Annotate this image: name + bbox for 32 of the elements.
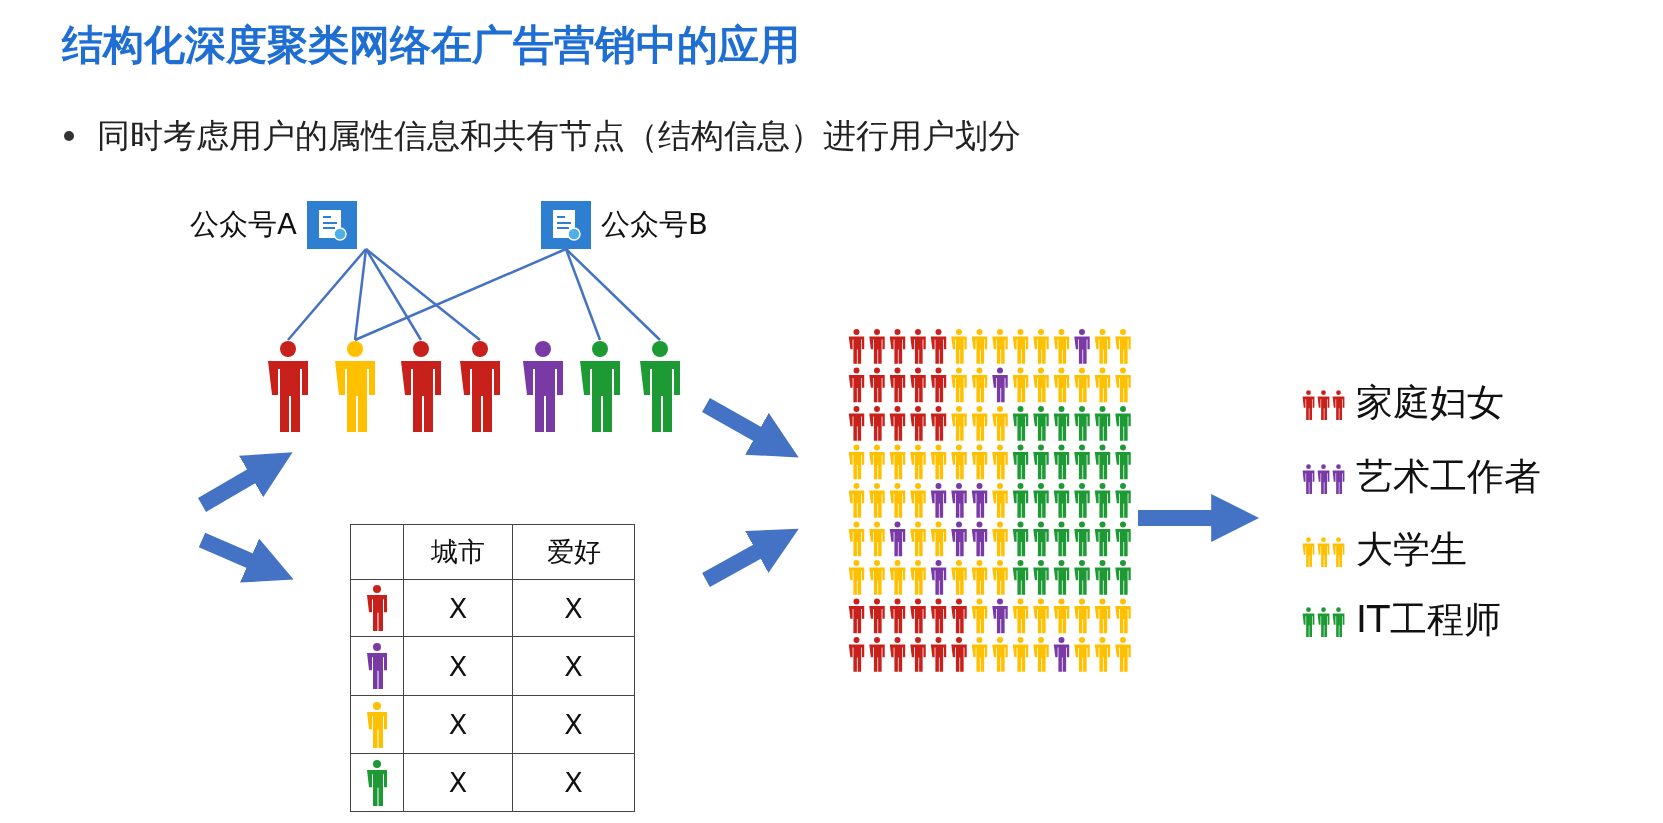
account-label: 公众号B	[601, 206, 708, 243]
account-label: 公众号A	[190, 206, 297, 243]
connector-line	[287, 248, 367, 341]
legend-label: 家庭妇女	[1356, 380, 1504, 426]
person-figure	[578, 341, 622, 432]
connector-line	[564, 248, 602, 341]
legend-label: IT工程师	[1356, 597, 1501, 643]
person-figure	[521, 341, 565, 432]
title: 结构化深度聚类网络在广告营销中的应用	[62, 20, 800, 71]
person-figure	[266, 341, 310, 432]
legend-label: 大学生	[1356, 527, 1467, 573]
person-figure	[399, 341, 443, 432]
block-arrow	[198, 532, 294, 583]
person-figure	[638, 341, 682, 432]
connector-line	[354, 247, 567, 342]
connector-line	[365, 248, 481, 341]
person-figure	[333, 341, 377, 432]
connector-line	[364, 248, 423, 341]
bullet-text: 同时考虑用户的属性信息和共有节点（结构信息）进行用户划分	[97, 115, 1021, 157]
block-arrow	[198, 452, 293, 512]
account-node	[541, 201, 708, 249]
block-arrow	[702, 528, 799, 587]
block-arrow	[1138, 494, 1260, 542]
connector-line	[565, 248, 661, 341]
account-node	[190, 201, 357, 249]
table-cell: X	[512, 753, 635, 812]
table-cell: 爱好	[512, 524, 635, 580]
legend-label: 艺术工作者	[1356, 454, 1541, 500]
person-figure	[458, 341, 502, 432]
block-arrow	[702, 398, 799, 458]
connector-line	[353, 248, 368, 341]
attribute-table	[350, 524, 634, 811]
